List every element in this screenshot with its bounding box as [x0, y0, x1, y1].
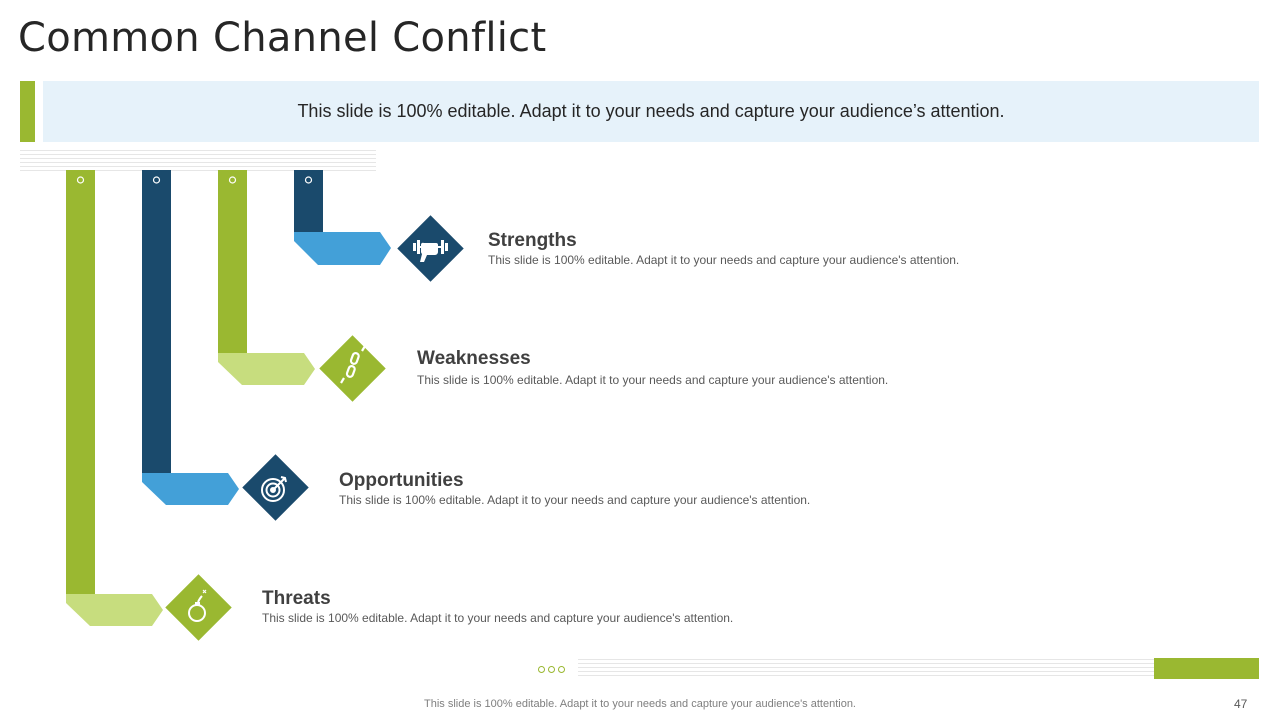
- slide-title: Common Channel Conflict: [18, 15, 547, 61]
- dot: [558, 666, 565, 673]
- threats-bar-dot: [76, 176, 85, 184]
- strengths-item: Strengths This slide is 100% editable. A…: [488, 230, 959, 268]
- banner: This slide is 100% editable. Adapt it to…: [43, 81, 1259, 142]
- opportunities-title: Opportunities: [339, 470, 464, 491]
- weaknesses-diamond: [319, 335, 386, 402]
- strengths-description: This slide is 100% editable. Adapt it to…: [488, 253, 960, 267]
- opportunities-item: Opportunities This slide is 100% editabl…: [339, 470, 810, 508]
- decorative-stripes-bottom: [578, 659, 1154, 677]
- threats-item: Threats This slide is 100% editable. Ada…: [262, 588, 733, 626]
- threats-arm: [66, 594, 163, 626]
- banner-text: This slide is 100% editable. Adapt it to…: [297, 101, 1005, 121]
- weaknesses-title: Weaknesses: [417, 348, 531, 369]
- strengths-arm: [294, 232, 391, 265]
- footer-text: This slide is 100% editable. Adapt it to…: [424, 698, 856, 710]
- strengths-title: Strengths: [488, 230, 577, 251]
- opportunities-description: This slide is 100% editable. Adapt it to…: [339, 493, 811, 507]
- threats-description: This slide is 100% editable. Adapt it to…: [262, 611, 734, 625]
- weaknesses-vertical-bar: [218, 170, 247, 353]
- bomb-icon: [188, 589, 207, 622]
- threats-title: Threats: [262, 588, 331, 609]
- weaknesses-item: Weaknesses This slide is 100% editable. …: [417, 348, 888, 388]
- threats-diamond: [165, 574, 232, 641]
- page-number: 47: [1234, 697, 1248, 711]
- strengths-vertical-bar: [294, 170, 323, 232]
- decorative-stripes-top: [20, 150, 376, 172]
- weaknesses-description: This slide is 100% editable. Adapt it to…: [417, 373, 889, 387]
- threats-vertical-bar: [66, 170, 95, 594]
- dot: [538, 666, 545, 673]
- dumbbell-fist-icon: [413, 240, 448, 262]
- weaknesses-arm: [218, 353, 315, 385]
- banner-accent-bar: [20, 81, 35, 142]
- opportunities-bar-dot: [152, 176, 161, 184]
- target-icon: [261, 476, 287, 502]
- opportunities-vertical-bar: [142, 170, 171, 473]
- weaknesses-bar-dot: [228, 176, 237, 184]
- opportunities-arm: [142, 473, 239, 505]
- dot: [548, 666, 555, 673]
- decorative-dots: [538, 666, 565, 673]
- strengths-bar-dot: [304, 176, 313, 184]
- bottom-accent-bar: [1154, 658, 1259, 679]
- broken-chain-icon: [340, 345, 366, 384]
